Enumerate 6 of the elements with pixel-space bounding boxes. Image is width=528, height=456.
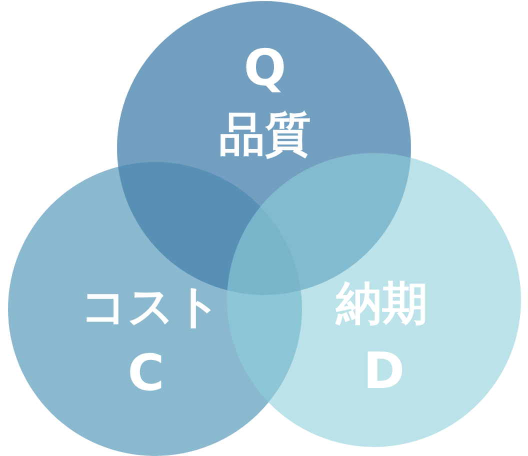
circle-label: C bbox=[128, 348, 164, 398]
circle-label: 品質 bbox=[219, 111, 311, 157]
circle-label: コスト bbox=[80, 283, 222, 329]
circle-label: 納期 bbox=[336, 280, 428, 326]
circle-label: Q bbox=[244, 43, 286, 93]
circle-label: D bbox=[363, 346, 405, 396]
